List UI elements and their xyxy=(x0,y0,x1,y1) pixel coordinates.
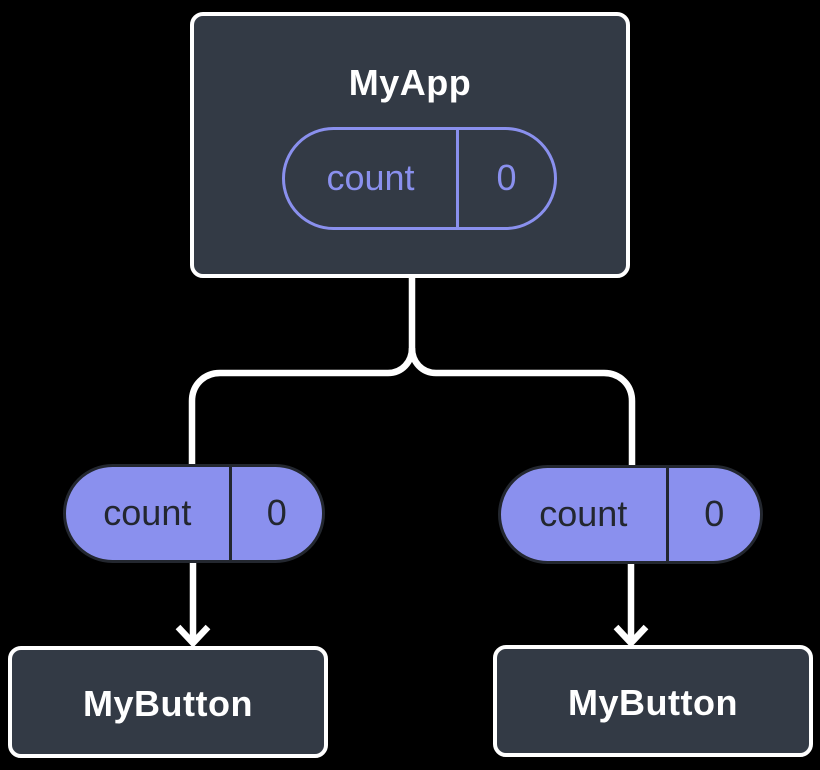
prop-pill-right: count 0 xyxy=(498,465,763,564)
mybutton-node-right: MyButton xyxy=(493,645,813,757)
state-value: 0 xyxy=(496,156,517,198)
prop-value: 0 xyxy=(704,492,725,534)
myapp-node: MyApp count 0 xyxy=(190,12,630,278)
pill-divider xyxy=(228,467,232,560)
prop-name: count xyxy=(539,492,628,534)
mybutton-label-left: MyButton xyxy=(83,683,253,724)
myapp-label: MyApp xyxy=(348,62,472,103)
pill-divider xyxy=(456,130,459,227)
connector-stem-left-branch xyxy=(188,276,416,466)
mybutton-label-right: MyButton xyxy=(568,682,738,723)
myapp-state-pill: count 0 xyxy=(282,127,557,230)
arrow-right-head xyxy=(613,624,649,648)
connector-right-branch xyxy=(408,347,636,466)
prop-name: count xyxy=(103,491,192,533)
state-name: count xyxy=(326,156,415,198)
prop-pill-left: count 0 xyxy=(63,464,325,563)
mybutton-node-left: MyButton xyxy=(8,646,328,758)
arrow-left-head xyxy=(175,624,211,648)
pill-divider xyxy=(665,468,669,561)
prop-value: 0 xyxy=(266,491,287,533)
